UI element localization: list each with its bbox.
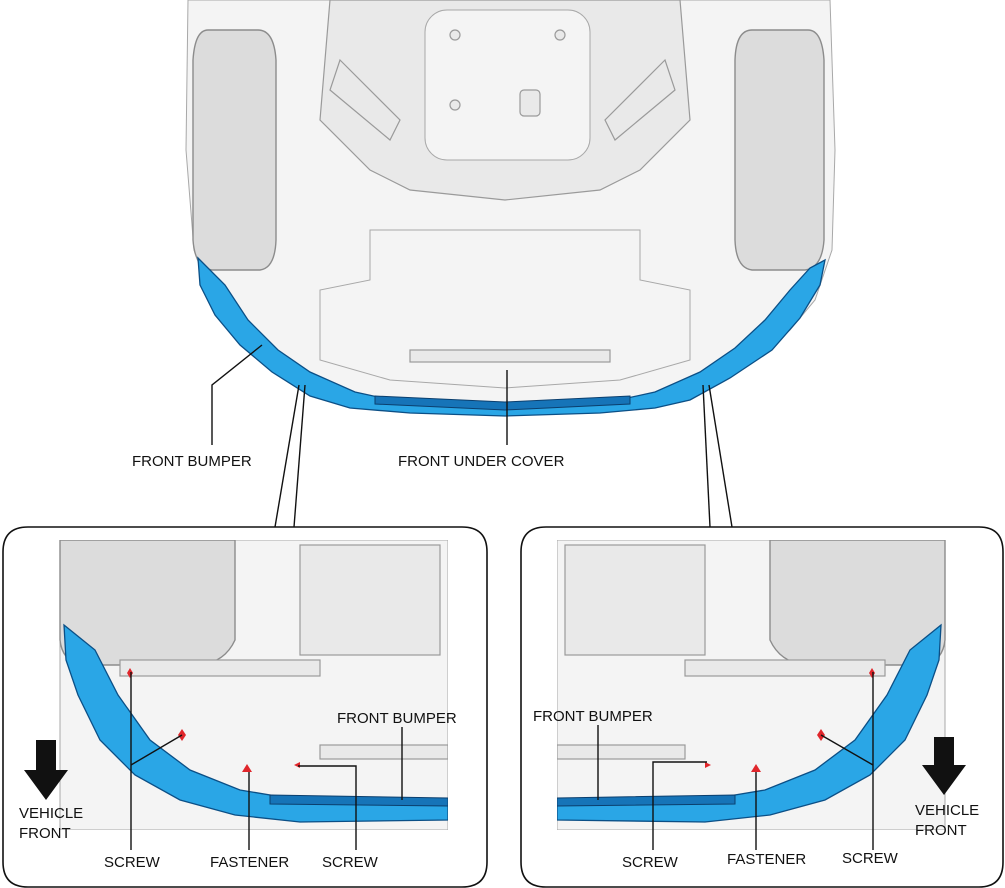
left-fastener-marker [242, 764, 252, 772]
zoom-line-right-b [708, 384, 733, 528]
right-label-front-bumper: FRONT BUMPER [533, 708, 653, 725]
right-fastener-marker [751, 764, 761, 772]
left-tire [192, 29, 277, 271]
left-detail-bumper-lip [269, 794, 448, 807]
left-detail-bumper [63, 623, 448, 823]
bolt-c [554, 29, 566, 41]
right-detail-frame [564, 544, 706, 656]
right-detail-bumper [557, 623, 942, 823]
front-bumper-highlight [197, 256, 826, 417]
right-detail-rib [557, 744, 686, 760]
front-bumper-lip [374, 395, 631, 411]
down-arrow-icon [24, 740, 68, 800]
under-cover-rib [409, 349, 611, 363]
left-detail-crossmember [119, 659, 321, 677]
right-detail-panel: VEHICLE FRONT FRONT BUMPER SCREW FASTENE… [520, 526, 1004, 888]
right-label-front: FRONT [915, 822, 967, 839]
right-label-fastener: FASTENER [727, 851, 806, 868]
zoom-line-left-a [274, 384, 300, 528]
leader-right-screw-a [652, 761, 707, 850]
left-label-front: FRONT [19, 825, 71, 842]
left-label-vehicle: VEHICLE [19, 805, 83, 822]
main-underbody-view: FRONT BUMPER FRONT UNDER COVER [132, 0, 836, 528]
right-label-vehicle: VEHICLE [915, 802, 979, 819]
under-cover-shape [319, 229, 691, 389]
left-label-screw-1: SCREW [104, 854, 161, 871]
right-detail-bumper-lip [557, 794, 736, 807]
left-label-screw-2: SCREW [322, 854, 379, 871]
left-detail-panel: VEHICLE FRONT FRONT BUMPER SCREW FASTENE… [2, 526, 488, 888]
left-detail-frame [299, 544, 441, 656]
right-screw-marker-c [705, 762, 711, 768]
right-label-screw-2: SCREW [842, 850, 899, 867]
left-label-front-bumper: FRONT BUMPER [337, 710, 457, 727]
drain-plug [519, 89, 541, 117]
bolt-a [449, 29, 461, 41]
right-label-screw-1: SCREW [622, 854, 679, 871]
left-label-fastener: FASTENER [210, 854, 289, 871]
label-front-bumper: FRONT BUMPER [132, 453, 252, 470]
leader-left-screw-b [130, 734, 183, 766]
right-detail-crossmember [684, 659, 886, 677]
bolt-b [449, 99, 461, 111]
right-tire [734, 29, 825, 271]
down-arrow-icon [922, 737, 966, 795]
leader-front-bumper [211, 344, 263, 445]
leader-right-screw-c [820, 734, 874, 766]
left-arm [329, 58, 401, 141]
zoom-line-left-b [293, 384, 306, 528]
right-arm [604, 58, 676, 141]
leader-left-screw-c [298, 765, 357, 850]
left-detail-rib [319, 744, 448, 760]
zoom-line-right-a [702, 384, 711, 528]
label-front-under-cover: FRONT UNDER COVER [398, 453, 565, 470]
oil-pan [424, 9, 591, 161]
